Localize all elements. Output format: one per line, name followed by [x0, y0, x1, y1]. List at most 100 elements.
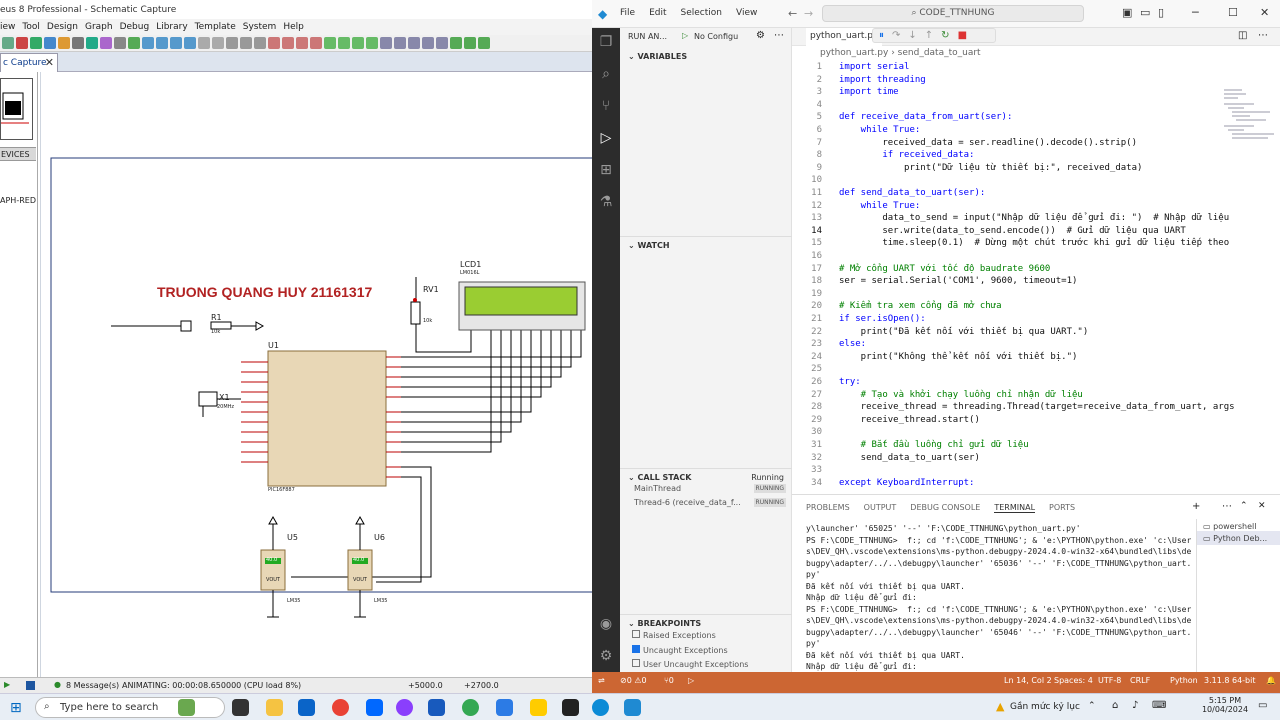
cursor-position[interactable]: Ln 14, Col 2: [1004, 676, 1052, 685]
breakpoints-section[interactable]: ⌄ BREAKPOINTS: [620, 614, 792, 632]
split-editor-icon[interactable]: ◫: [1238, 30, 1248, 41]
gerber-icon[interactable]: [86, 37, 98, 49]
property-icon[interactable]: [408, 37, 420, 49]
menu-edit[interactable]: Edit: [649, 8, 667, 18]
bom-icon[interactable]: [72, 37, 84, 49]
encoding-status[interactable]: UTF-8: [1098, 676, 1122, 685]
grid-icon[interactable]: [114, 37, 126, 49]
menu-library[interactable]: Library: [156, 22, 188, 32]
source-control-icon[interactable]: ⑂: [601, 98, 611, 114]
code-line[interactable]: received_data = ser.readline().decode().…: [839, 137, 1138, 148]
run-debug-icon[interactable]: ▷: [600, 130, 612, 146]
account-icon[interactable]: ◉: [599, 616, 613, 632]
file-explorer-icon[interactable]: [266, 699, 283, 716]
code-line[interactable]: if ser.isOpen():: [839, 314, 926, 324]
tab-python-uart[interactable]: python_uart.py: [806, 28, 883, 46]
code-line[interactable]: else:: [839, 339, 867, 350]
play-button[interactable]: ▶: [4, 680, 11, 689]
zalo-icon[interactable]: [366, 699, 383, 716]
block-move-icon[interactable]: [282, 37, 294, 49]
redo-icon[interactable]: [212, 37, 224, 49]
terminal-item[interactable]: ▭ powershell: [1203, 522, 1257, 531]
volume-icon[interactable]: ♪: [1132, 700, 1139, 711]
breadcrumb-symbol[interactable]: send_data_to_uart: [897, 48, 981, 58]
make-device-icon[interactable]: [338, 37, 350, 49]
code-line[interactable]: print("Không thể kết nối với thiết bị."): [839, 351, 1078, 362]
more-actions-icon[interactable]: ⋯: [774, 30, 784, 41]
panel-icon[interactable]: ▭: [1140, 6, 1151, 19]
new-terminal-icon[interactable]: +: [1192, 501, 1201, 512]
code-line[interactable]: # Bắt đầu luồng chỉ gửi dữ liệu: [839, 440, 1029, 450]
code-line[interactable]: print("Dữ liệu từ thiết bị:", received_d…: [839, 162, 1143, 173]
code-line[interactable]: try:: [839, 377, 861, 387]
code-line[interactable]: ser = serial.Serial('COM1', 9600, timeou…: [839, 276, 1078, 287]
menu-view[interactable]: iew: [0, 22, 16, 32]
command-center-search[interactable]: ⌕ CODE_TTNHUNG: [822, 5, 1084, 22]
terminal-item-active[interactable]: ▭ Python Deb...: [1197, 531, 1280, 545]
schematic-canvas[interactable]: TRUONG QUANG HUY 21161317 LCD1 LM016L RV…: [40, 72, 593, 677]
wire-icon[interactable]: [380, 37, 392, 49]
checkbox[interactable]: [632, 659, 640, 667]
proteus-icon[interactable]: [496, 699, 513, 716]
package-icon[interactable]: [352, 37, 364, 49]
paste-icon[interactable]: [254, 37, 266, 49]
remove-sheet-icon[interactable]: [436, 37, 448, 49]
origin-icon[interactable]: [128, 37, 140, 49]
code-line[interactable]: time.sleep(0.1) # Dừng một chút trước kh…: [839, 238, 1230, 249]
search-icon[interactable]: ⌕: [602, 66, 610, 82]
eol-status[interactable]: CRLF: [1130, 676, 1151, 685]
zoom-in-icon[interactable]: [142, 37, 154, 49]
thread-item[interactable]: Thread-6 (receive_data_f...RUNNING: [634, 498, 786, 512]
close-window-icon[interactable]: ✕: [1260, 6, 1270, 19]
outlook-icon[interactable]: [298, 699, 315, 716]
code-line[interactable]: import time: [839, 87, 899, 98]
code-line[interactable]: while True:: [839, 125, 921, 135]
task-view-icon[interactable]: [232, 699, 249, 716]
tab-schematic-capture[interactable]: c Capture✕: [0, 53, 58, 72]
restart-icon[interactable]: ↻: [941, 30, 950, 41]
app-icon[interactable]: [530, 699, 547, 716]
netlist-icon[interactable]: [450, 37, 462, 49]
menu-debug[interactable]: Debug: [119, 22, 150, 32]
code-line[interactable]: print("Đã kết nối với thiết bị qua UART.…: [839, 326, 1089, 337]
component-icon[interactable]: [30, 37, 42, 49]
ports-status[interactable]: ⑂0: [664, 676, 674, 685]
breakpoint-item[interactable]: Uncaught Exceptions: [632, 645, 728, 655]
bom-report-icon[interactable]: [478, 37, 490, 49]
remote-icon[interactable]: ⇌: [598, 676, 605, 685]
code-line[interactable]: except KeyboardInterrupt:: [839, 477, 975, 488]
messenger-icon[interactable]: [396, 699, 413, 716]
menu-selection[interactable]: Selection: [680, 8, 722, 18]
python-version-status[interactable]: 3.11.8 64-bit: [1204, 676, 1256, 685]
menu-file[interactable]: File: [620, 8, 636, 18]
debug-config-select[interactable]: ▷No Configu: [680, 30, 750, 44]
weather-widget-icon[interactable]: [178, 699, 195, 716]
chrome-icon[interactable]: [332, 699, 349, 716]
extensions-icon[interactable]: ⊞: [600, 162, 612, 178]
step-into-icon[interactable]: ↓: [908, 30, 917, 41]
forward-icon[interactable]: →: [804, 7, 814, 20]
word-icon[interactable]: [428, 699, 445, 716]
code-line[interactable]: # Tạo và khởi chạy luồng chỉ nhận dữ liệ…: [839, 389, 1083, 400]
code-line[interactable]: # Kiểm tra xem cổng đã mở chưa: [839, 301, 1002, 312]
code-line[interactable]: def send_data_to_uart(ser):: [839, 188, 986, 198]
language-status[interactable]: Python: [1170, 676, 1198, 685]
code-line[interactable]: import threading: [839, 74, 926, 85]
step-out-icon[interactable]: ↑: [924, 30, 934, 41]
gear-icon[interactable]: [16, 37, 28, 49]
tab-output[interactable]: OUTPUT: [863, 503, 897, 512]
settings-gear-icon[interactable]: ⚙: [599, 648, 613, 664]
decompose-icon[interactable]: [366, 37, 378, 49]
menu-system[interactable]: System: [242, 22, 277, 32]
zoom-out-icon[interactable]: [156, 37, 168, 49]
layout-icon[interactable]: ▣: [1122, 6, 1133, 19]
undo-icon[interactable]: [198, 37, 210, 49]
copy-icon[interactable]: [240, 37, 252, 49]
menu-tool[interactable]: Tool: [22, 22, 40, 32]
minimap[interactable]: [1220, 86, 1280, 146]
menu-template[interactable]: Template: [194, 22, 236, 32]
notification-center-icon[interactable]: ▭: [1258, 700, 1268, 711]
